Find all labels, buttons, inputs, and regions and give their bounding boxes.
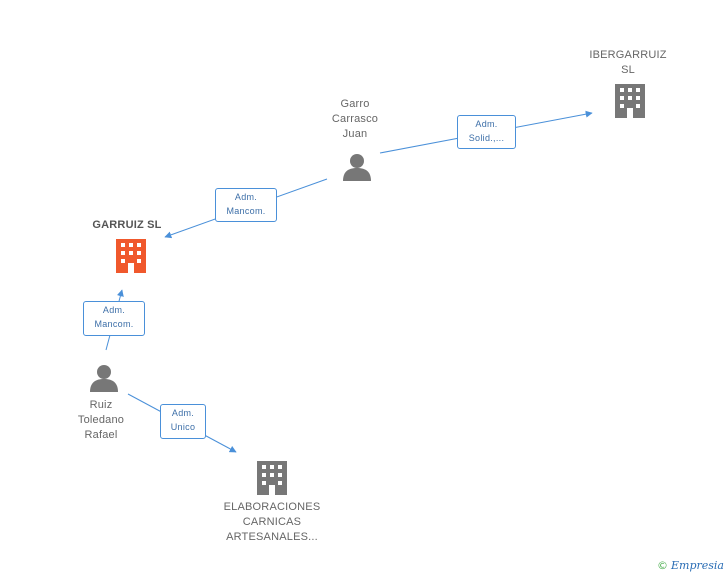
- edge-label-ruiz-elaboraciones[interactable]: Adm. Unico: [160, 404, 206, 439]
- building-icon[interactable]: [615, 84, 645, 118]
- edge-label-line: Unico: [170, 422, 196, 432]
- node-name-line: Juan: [342, 128, 368, 140]
- edge-label-line: Adm.: [234, 192, 258, 202]
- building-icon[interactable]: [116, 239, 146, 273]
- edge-label-line: Mancom.: [94, 319, 134, 329]
- node-name-line: CARNICAS: [242, 516, 302, 528]
- edge-label-line: Mancom.: [226, 206, 266, 216]
- node-label-elaboraciones[interactable]: ELABORACIONES CARNICAS ARTESANALES...: [208, 500, 336, 545]
- building-icon[interactable]: [257, 461, 287, 495]
- edge-label-line: Solid.,...: [468, 133, 505, 143]
- person-icon[interactable]: [343, 154, 371, 181]
- copyright-icon: ©: [657, 559, 668, 572]
- brand-footer[interactable]: ©Empresia: [657, 559, 724, 572]
- node-name-line: IBERGARRUIZ: [589, 49, 667, 61]
- edge-label-garro-ibergarruiz[interactable]: Adm. Solid.,...: [457, 115, 516, 149]
- node-label-garro[interactable]: Garro Carrasco Juan: [305, 97, 405, 142]
- edge-label-line: Adm.: [102, 305, 126, 315]
- node-label-ruiz[interactable]: Ruiz Toledano Rafael: [51, 398, 151, 443]
- node-label-garruiz[interactable]: GARRUIZ SL: [77, 218, 177, 233]
- node-name-line: Garro: [340, 98, 370, 110]
- node-name-line: GARRUIZ SL: [92, 219, 162, 231]
- node-name-line: Ruiz: [89, 399, 113, 411]
- node-name-line: Carrasco: [331, 113, 379, 125]
- node-name-line: Rafael: [84, 429, 118, 441]
- edge-label-line: Adm.: [171, 408, 195, 418]
- node-name-line: Toledano: [77, 414, 125, 426]
- brand-logo: Empresia: [671, 559, 724, 572]
- edge-label-ruiz-garruiz[interactable]: Adm. Mancom.: [83, 301, 145, 336]
- person-icon[interactable]: [90, 365, 118, 392]
- edge-label-garro-garruiz[interactable]: Adm. Mancom.: [215, 188, 277, 222]
- node-name-line: SL: [621, 64, 635, 76]
- node-label-ibergarruiz[interactable]: IBERGARRUIZ SL: [578, 48, 678, 78]
- edge-label-line: Adm.: [475, 119, 498, 129]
- node-name-line: ARTESANALES...: [226, 531, 318, 543]
- node-name-line: ELABORACIONES: [223, 501, 321, 513]
